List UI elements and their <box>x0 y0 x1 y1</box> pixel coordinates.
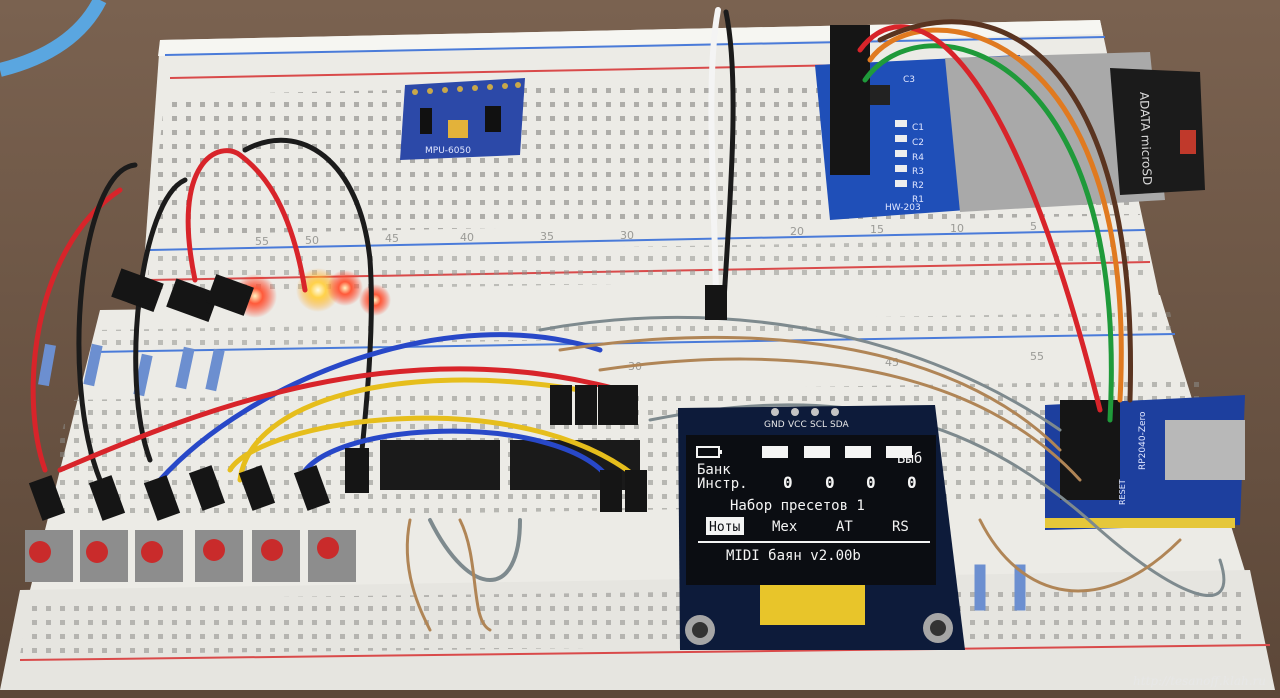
board-number: 5 <box>1030 220 1037 233</box>
mcu-label: RP2040-Zero <box>1138 411 1148 470</box>
push-button[interactable] <box>80 530 128 582</box>
board-number: 50 <box>305 234 319 247</box>
oled-pin-gnd: GND <box>764 420 785 430</box>
oled-value: 0 <box>907 473 917 492</box>
sd-component: C2 <box>912 138 924 148</box>
oled-preset-line: Набор пресетов 1 <box>730 498 865 514</box>
wire-headers <box>28 268 727 521</box>
mpu6050-label: MPU-6050 <box>425 146 471 156</box>
led-orange <box>327 270 363 306</box>
push-button[interactable] <box>195 530 243 582</box>
mcu-reset-label: RESET <box>1118 479 1127 505</box>
push-buttons <box>25 530 356 582</box>
oled-screen <box>686 435 936 585</box>
ic-chips <box>380 440 640 490</box>
oled-menu-item[interactable]: RS <box>892 519 909 535</box>
sd-component: R4 <box>912 153 924 163</box>
sd-component: C1 <box>912 123 924 133</box>
board-number: 20 <box>790 225 804 238</box>
sd-component: C3 <box>903 75 915 85</box>
push-button[interactable] <box>252 530 300 582</box>
sd-module-label: HW-203 <box>885 203 921 213</box>
oled-module: GND VCC SCL SDA Выб Банк Инстр. 0 0 0 0 … <box>678 405 965 650</box>
sd-component: R2 <box>912 181 924 191</box>
board-number: 10 <box>950 222 964 235</box>
oled-pin-vcc: VCC <box>788 420 807 430</box>
board-number: 45 <box>385 232 399 245</box>
board-number: 55 <box>255 235 269 248</box>
oled-value: 0 <box>866 473 876 492</box>
oled-select-label: Выб <box>897 451 922 467</box>
board-number: 40 <box>460 231 474 244</box>
oled-instr-label: Инстр. <box>697 476 748 492</box>
board-number: 30 <box>620 229 634 242</box>
upper-board-numbers: 55 50 45 40 35 30 20 15 10 5 <box>255 220 1037 248</box>
oled-menu-item[interactable]: Мех <box>772 519 797 535</box>
jumper-wires <box>30 7 1226 632</box>
push-button[interactable] <box>25 530 73 582</box>
sd-card-text: ADATA microSD <box>1137 92 1154 186</box>
sd-card-module: ADATA microSD C3 C1 C2 R4 R3 R2 R1 HW-20… <box>815 25 1205 220</box>
sd-component: R3 <box>912 167 924 177</box>
oled-bank-label: Банк <box>697 462 731 478</box>
mpu6050-module: MPU-6050 <box>400 78 525 160</box>
led-red <box>359 284 391 316</box>
oled-pin-scl: SCL <box>810 420 827 430</box>
push-button[interactable] <box>135 530 183 582</box>
channel-boxes <box>762 446 912 458</box>
oled-footer: MIDI баян v2.00b <box>726 548 861 564</box>
board-number: 15 <box>870 223 884 236</box>
resistors <box>38 343 1026 611</box>
oled-menu-item[interactable]: AT <box>836 519 853 535</box>
oled-value: 0 <box>783 473 793 492</box>
sd-component: R1 <box>912 195 924 205</box>
oled-value: 0 <box>825 473 835 492</box>
oled-menu-item[interactable]: Ноты <box>709 520 740 535</box>
oled-pin-sda: SDA <box>830 420 849 430</box>
push-button[interactable] <box>308 530 356 582</box>
watermark: http://tesanoff.klah.ru <box>1133 674 1266 688</box>
board-number: 55 <box>1030 350 1044 363</box>
oled-menu-selected <box>706 517 744 535</box>
blue-cable <box>0 0 107 77</box>
board-number: 35 <box>540 230 554 243</box>
led-yellow <box>296 268 340 312</box>
